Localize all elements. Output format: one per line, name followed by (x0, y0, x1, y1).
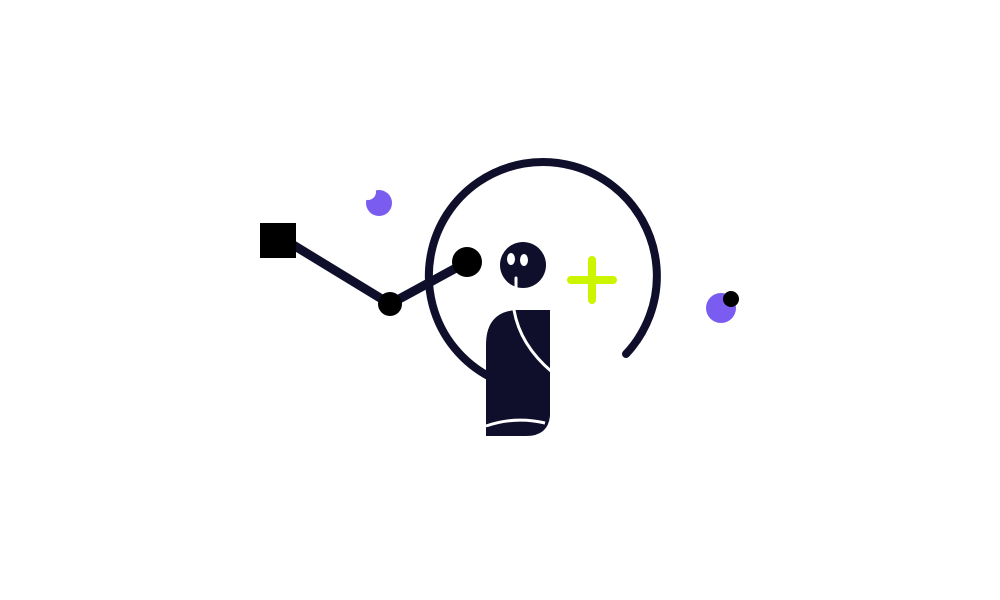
decor-dot-right (706, 291, 739, 323)
plus-icon (567, 256, 617, 304)
trend-line-icon (260, 223, 482, 316)
person-body-hem (485, 418, 546, 428)
person-body (486, 310, 550, 436)
person-eye-left (507, 253, 515, 265)
trend-line (287, 239, 470, 309)
trend-point-end (452, 247, 482, 277)
trend-start-square (260, 223, 296, 258)
decor-dot-left (360, 184, 392, 216)
person-icon (485, 242, 553, 436)
orbit-arc (424, 158, 661, 381)
person-body-fold (512, 309, 553, 374)
person-eye-right (520, 254, 528, 266)
trend-point-middle (378, 292, 402, 316)
